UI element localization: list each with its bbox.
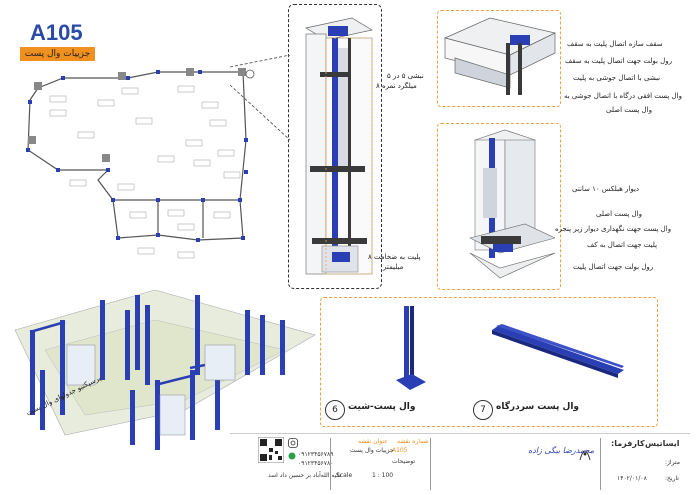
tb-divider-2 (430, 438, 431, 490)
upper-label-2: رول بولت جهت اتصال پلیت به سقف (565, 57, 672, 65)
area-label: متراژ: (665, 459, 680, 466)
detail-6-number: 6 (325, 400, 345, 420)
plan-value: جزییات وال پست (350, 447, 394, 454)
desc-label: توضیحات (392, 458, 416, 465)
designer-signature: محمدرضا بیگی زاده (528, 446, 595, 455)
upper-label-5: وال پست اصلی (606, 106, 652, 114)
lower-label-3: وال پست جهت نگهداری دیوار زیر پنجره (555, 225, 672, 233)
designer-logo (579, 450, 591, 461)
address: تکیه الله‌آباد بر حسین داد اسد (268, 472, 342, 479)
round-bar-label: میلگرد نمره ۸ (376, 82, 417, 90)
lower-label-4: پلیت جهت اتصال به کف (587, 241, 658, 249)
floor-plan (26, 68, 255, 259)
detail-7-number: 7 (473, 400, 493, 420)
plate-label: پلیت به ضخامت ۸ (368, 253, 421, 261)
isometric-wall-post-model (14, 290, 316, 450)
tall-wall-post-detail (305, 17, 373, 275)
angle-label: نبشی ۵ در ۵ (387, 72, 424, 80)
qr-code-icon (258, 437, 284, 463)
date-value: ۱۴۰۲/۰۱/۰۸ (617, 475, 647, 482)
client-label: کارفرما: (611, 439, 645, 448)
sheet-no-label: شماره نقشه (397, 438, 429, 445)
client-name: ایساتیس (645, 439, 680, 448)
plate-unit-label: میلیمتر (383, 263, 404, 271)
tb-divider-3 (600, 438, 601, 490)
scale-label: Scale (336, 472, 353, 479)
lower-detail-frame (437, 123, 561, 290)
plan-label: عنوان نقشه (358, 438, 388, 445)
lower-label-1: دیوار هبلکس ۱۰ سانتی (572, 185, 640, 193)
bottom-details-frame (320, 297, 658, 427)
instagram-icon (288, 438, 298, 448)
wall-post-sheet-detail (396, 306, 426, 390)
sheet-title: جزییات وال پست (24, 49, 91, 59)
door-header-wall-post-detail (492, 324, 624, 378)
phone-1: ۰۹۱۲۳۴۵۶۷۸۹ (298, 451, 334, 458)
title-block (230, 433, 690, 492)
tall-detail-frame (288, 4, 382, 289)
upper-label-4: وال پست افقی درگاه با اتصال جوشی به (564, 92, 682, 100)
upper-label-1: سقف سازه اتصال پلیت به سقف (567, 40, 663, 48)
detail-7-caption: وال پست سردرگاه (496, 402, 579, 412)
upper-label-3: نبشی با اتصال جوشی به پلیت (573, 74, 661, 82)
date-label: تاریخ: (665, 475, 679, 482)
tb-divider-1 (330, 438, 331, 490)
scale-value: 1 : 100 (372, 472, 394, 479)
phone-icon (288, 452, 296, 460)
detail-6-caption: وال پست-شیت (348, 402, 416, 412)
sheet-no-value: A105 (392, 447, 408, 454)
lower-label-2: وال پست اصلی (596, 210, 642, 218)
sheet-title-bar (20, 47, 95, 61)
plan-leader (230, 55, 291, 141)
sheet-code: A105 (30, 20, 83, 45)
ceiling-connection-detail (443, 17, 557, 95)
lower-label-5: رول بولت جهت اتصال پلیت (573, 263, 654, 271)
phone-2: ۰۹۱۲۳۴۵۶۷۸۰ (298, 460, 334, 467)
upper-detail-frame (437, 10, 561, 107)
floor-connection-detail (469, 129, 555, 279)
